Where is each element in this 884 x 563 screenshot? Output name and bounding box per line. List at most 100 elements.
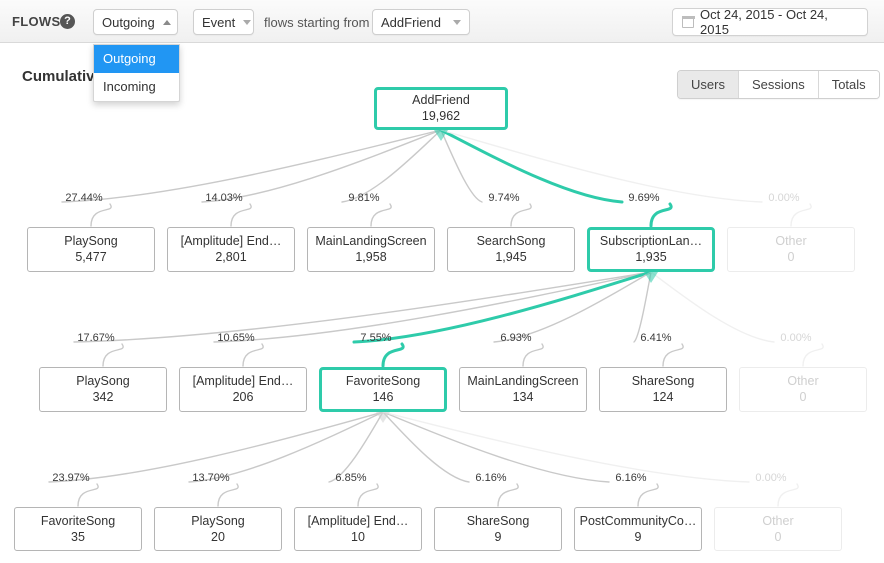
flow-link	[650, 271, 775, 343]
node-label: PlaySong	[76, 374, 130, 388]
link-percentage: 6.16%	[475, 472, 507, 484]
flow-link	[440, 129, 483, 203]
node-label: PlaySong	[191, 513, 245, 528]
flow-link	[382, 411, 750, 483]
node-l3-2[interactable]: [Amplitude] End…10	[294, 507, 422, 551]
link-percentage: 6.16%	[615, 472, 647, 484]
start-event-dropdown-value: AddFriend	[381, 14, 441, 30]
node-value: 9	[634, 529, 642, 544]
node-value: 35	[71, 529, 85, 544]
node-l3-4[interactable]: PostCommunityCo…9	[574, 507, 702, 551]
flow-link	[382, 411, 470, 483]
node-l1-4[interactable]: SubscriptionLan…1,935	[587, 227, 715, 272]
event-type-dropdown[interactable]: Event	[193, 9, 254, 35]
tab-users[interactable]: Users	[678, 71, 739, 98]
tab-totals[interactable]: Totals	[818, 71, 879, 98]
node-value: 1,935	[635, 250, 667, 264]
node-l1-1[interactable]: [Amplitude] End…2,801	[167, 227, 295, 272]
flow-link	[522, 343, 544, 367]
tab-sessions[interactable]: Sessions	[738, 71, 819, 98]
expand-stub	[644, 272, 658, 283]
link-percentage: 0.00%	[768, 192, 800, 204]
flow-link	[352, 270, 653, 344]
node-value: 0	[787, 250, 795, 264]
node-l1-3[interactable]: SearchSong 1,945	[447, 227, 575, 272]
flow-link	[230, 203, 252, 227]
flow-link	[188, 411, 384, 483]
flow-link	[102, 343, 124, 367]
direction-dropdown[interactable]: Outgoing	[93, 9, 178, 35]
flow-link	[242, 343, 264, 367]
node-value: 20	[211, 529, 225, 544]
node-l2-4[interactable]: ShareSong 124	[599, 367, 727, 412]
date-range-text: Oct 24, 2015 - Oct 24, 2015	[700, 7, 828, 37]
link-percentage: 6.93%	[500, 332, 532, 344]
flow-link	[61, 129, 442, 203]
flow-link	[341, 129, 442, 203]
node-label: AddFriend	[412, 93, 470, 107]
link-percentage: 9.81%	[348, 192, 380, 204]
flow-link	[381, 342, 405, 368]
link-percentage: 9.74%	[488, 192, 520, 204]
flow-link	[77, 483, 99, 507]
flow-link	[217, 483, 239, 507]
node-l2-1[interactable]: [Amplitude] End… 206	[179, 367, 307, 412]
flow-link	[440, 129, 763, 203]
expand-stub	[376, 412, 390, 423]
chevron-up-icon	[162, 19, 171, 25]
link-percentage: 9.69%	[628, 192, 660, 204]
flow-link	[357, 483, 379, 507]
help-icon[interactable]: ?	[60, 14, 75, 29]
node-value: 124	[652, 390, 674, 404]
flow-link	[73, 271, 652, 343]
flow-link	[777, 483, 799, 507]
flow-link	[802, 343, 824, 367]
node-l2-2[interactable]: FavoriteSong 146	[319, 367, 447, 412]
node-value: 0	[799, 390, 807, 404]
flow-link	[90, 203, 112, 227]
node-label: PostCommunityCo…	[579, 513, 697, 528]
flow-link	[637, 483, 659, 507]
event-type-dropdown-value: Event	[202, 14, 236, 30]
node-label: ShareSong	[466, 513, 530, 528]
dropdown-option-incoming[interactable]: Incoming	[103, 79, 156, 94]
node-value: 342	[92, 390, 114, 404]
link-percentage: 0.00%	[780, 332, 812, 344]
node-value: 0	[774, 529, 782, 544]
node-label: SearchSong	[476, 234, 546, 248]
node-value: 206	[232, 390, 254, 404]
node-value: 146	[372, 390, 394, 404]
node-value: 5,477	[75, 250, 107, 264]
node-label: FavoriteSong	[345, 374, 421, 388]
flow-link	[493, 271, 652, 343]
direction-dropdown-value: Outgoing	[102, 14, 155, 30]
chevron-down-icon	[243, 19, 252, 25]
date-range-picker[interactable]: Oct 24, 2015 - Oct 24, 2015	[672, 7, 868, 37]
start-event-dropdown[interactable]: AddFriend	[372, 9, 470, 35]
flow-link	[439, 128, 624, 204]
node-label: ShareSong	[631, 374, 695, 388]
direction-dropdown-menu: Outgoing Incoming	[93, 44, 180, 102]
node-value: 1,945	[495, 250, 527, 264]
flow-link	[497, 483, 519, 507]
page-title: FLOWS	[12, 14, 61, 29]
flow-link	[649, 202, 673, 228]
node-value: 10	[351, 529, 365, 544]
node-l2-0[interactable]: PlaySong 342	[39, 367, 167, 412]
node-label: [Amplitude] End…	[192, 374, 294, 388]
flow-link	[662, 343, 684, 367]
chevron-down-icon	[453, 19, 461, 25]
link-percentage: 27.44%	[65, 192, 103, 204]
node-label: MainLandingScreen	[315, 234, 427, 248]
dropdown-option-outgoing[interactable]: Outgoing	[94, 45, 179, 73]
